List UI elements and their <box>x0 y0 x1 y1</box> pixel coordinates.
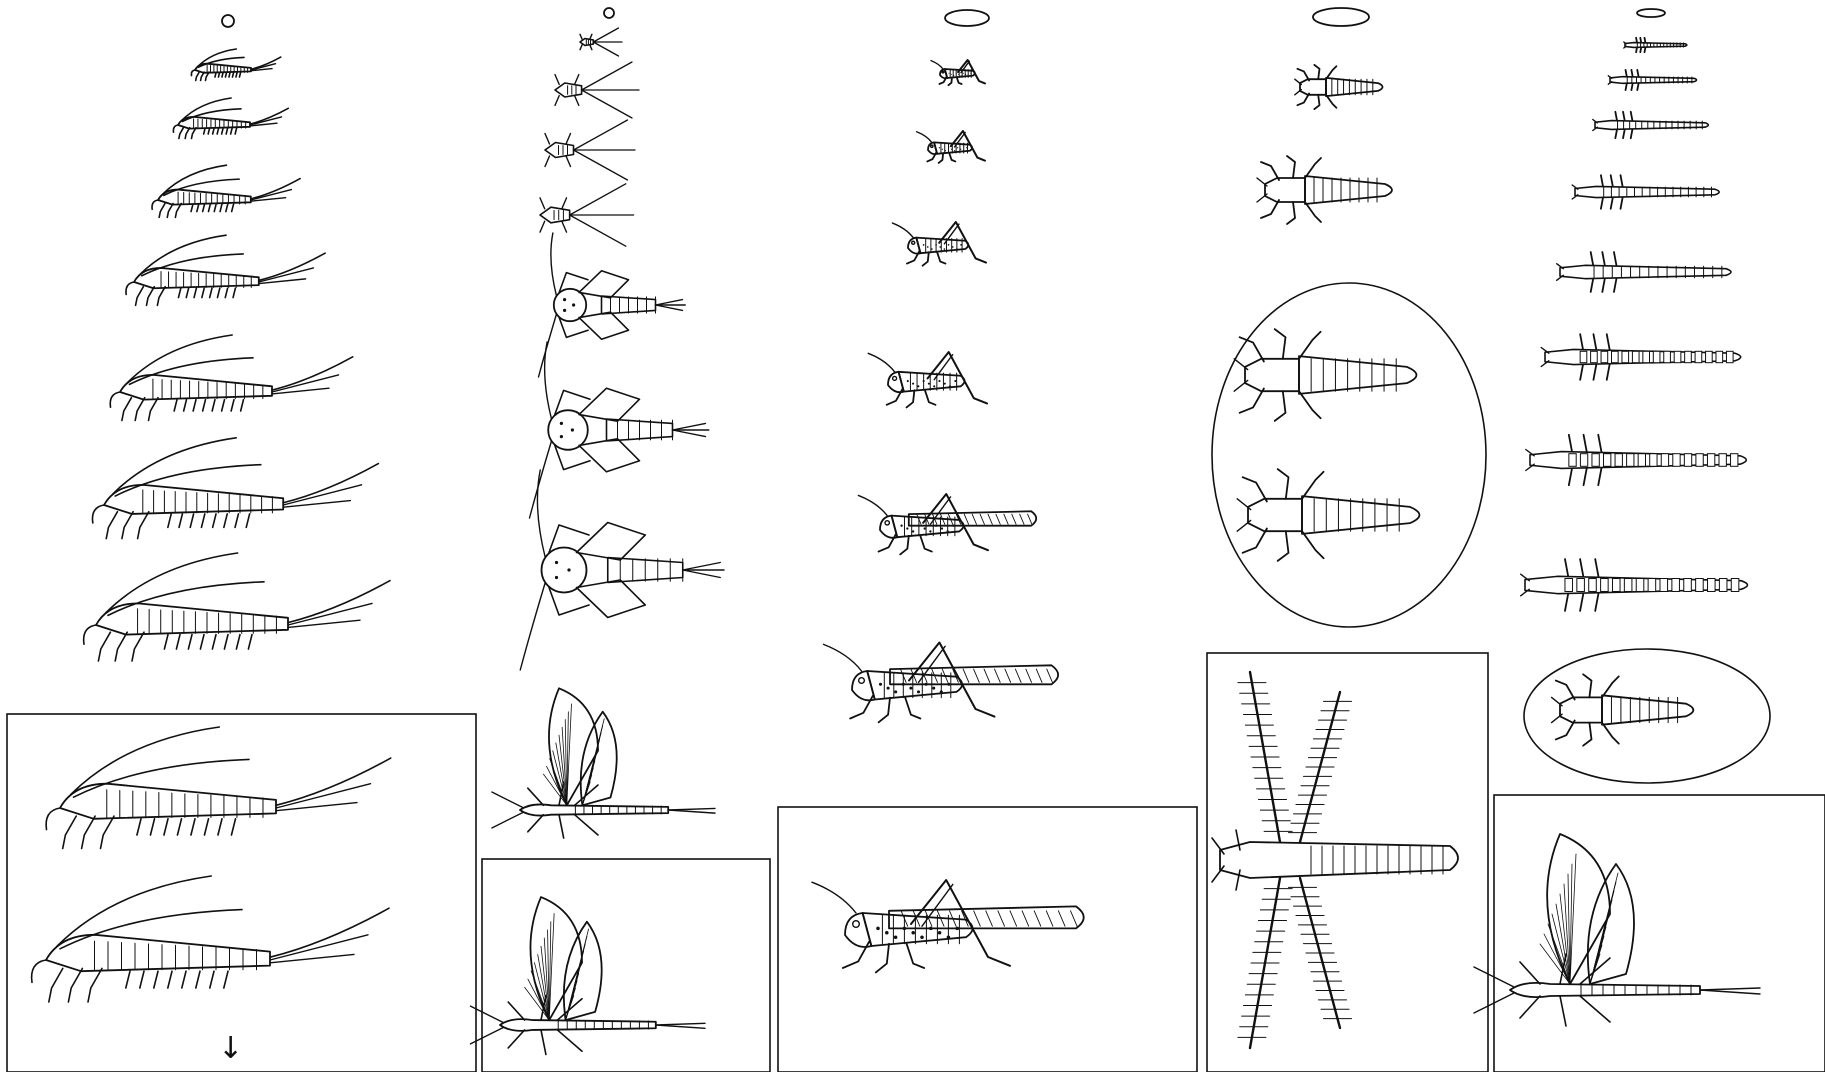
col3-stage-4 <box>868 352 987 407</box>
col5-winged-adult <box>1474 834 1760 1026</box>
col1-nymph-series <box>84 49 390 661</box>
col1-adult-box <box>7 714 476 1072</box>
col2-winged-subimago <box>492 688 715 838</box>
col1-stage-2 <box>173 98 288 139</box>
column-2 <box>470 8 770 1072</box>
col5-stage-8 <box>1521 559 1748 611</box>
col3-stage-2 <box>917 131 985 163</box>
col5-adult-body <box>1474 834 1760 1026</box>
col3-stage-5 <box>858 494 1036 554</box>
col5-pupa <box>1552 674 1694 745</box>
col3-adult-box <box>778 807 1197 1072</box>
col1-adult-pair <box>32 727 391 1002</box>
col4-stage-2 <box>1257 156 1392 224</box>
col5-stage-3 <box>1593 112 1709 138</box>
col2-nymph-series <box>520 28 724 670</box>
col4-pupal-stages <box>1234 329 1419 561</box>
col1-stage-6 <box>92 438 378 539</box>
col2-stage-4 <box>540 184 634 246</box>
col4-pupa-2 <box>1237 469 1419 561</box>
col1-stage-5 <box>110 335 353 421</box>
col4-egg <box>1313 8 1369 26</box>
col4-adult-body <box>1212 672 1458 1048</box>
col2-egg <box>604 8 614 18</box>
col5-stage-6 <box>1541 334 1741 380</box>
col2-stage-2 <box>555 62 639 118</box>
col2-subimago-body <box>492 688 715 838</box>
col1-down-arrow: ↓ <box>218 1031 243 1066</box>
col4-larva-series <box>1257 65 1392 224</box>
col5-egg <box>1637 9 1665 17</box>
col5-stage-4 <box>1572 175 1719 209</box>
col2-stage-3 <box>545 120 635 180</box>
col2-stage-1 <box>580 28 622 56</box>
col3-adult-body <box>812 880 1084 972</box>
col5-pupa-body <box>1552 674 1694 745</box>
col4-pupal-oval <box>1212 283 1486 627</box>
col5-adult-box <box>1494 795 1825 1072</box>
col1-stage-7 <box>84 553 390 661</box>
col2-winged-adult <box>470 897 705 1054</box>
col3-stage-6 <box>824 643 1059 723</box>
column-5 <box>1474 9 1825 1072</box>
column-3 <box>778 10 1197 1072</box>
col5-stage-7 <box>1526 435 1747 485</box>
col2-adult-box <box>482 859 770 1072</box>
col1-stage-1 <box>191 49 280 81</box>
col2-stage-7 <box>520 470 724 670</box>
col2-stage-5 <box>539 233 686 377</box>
column-1: ↓ <box>7 15 476 1072</box>
col3-stage-3 <box>892 222 986 266</box>
col2-adult-body <box>470 897 705 1054</box>
col4-pupa-1 <box>1234 329 1416 421</box>
col1-adult-2 <box>32 876 389 1002</box>
col4-fringed-wing-adult <box>1212 672 1458 1048</box>
col3-egg <box>945 10 989 26</box>
col5-stage-5 <box>1557 252 1731 292</box>
col5-stage-2 <box>1608 70 1696 90</box>
col5-stage-1 <box>1624 38 1687 52</box>
col1-egg <box>222 15 234 27</box>
col1-stage-3 <box>152 165 300 217</box>
col3-stage-1 <box>931 60 985 85</box>
col1-adult-1 <box>46 727 391 849</box>
col3-nymph-series <box>824 60 1059 722</box>
col1-stage-4 <box>126 235 325 305</box>
col5-larva-series <box>1521 38 1748 611</box>
col3-winged-adult <box>812 880 1084 972</box>
col4-stage-1 <box>1295 65 1383 109</box>
column-4 <box>1207 8 1488 1072</box>
col2-stage-6 <box>530 342 709 518</box>
